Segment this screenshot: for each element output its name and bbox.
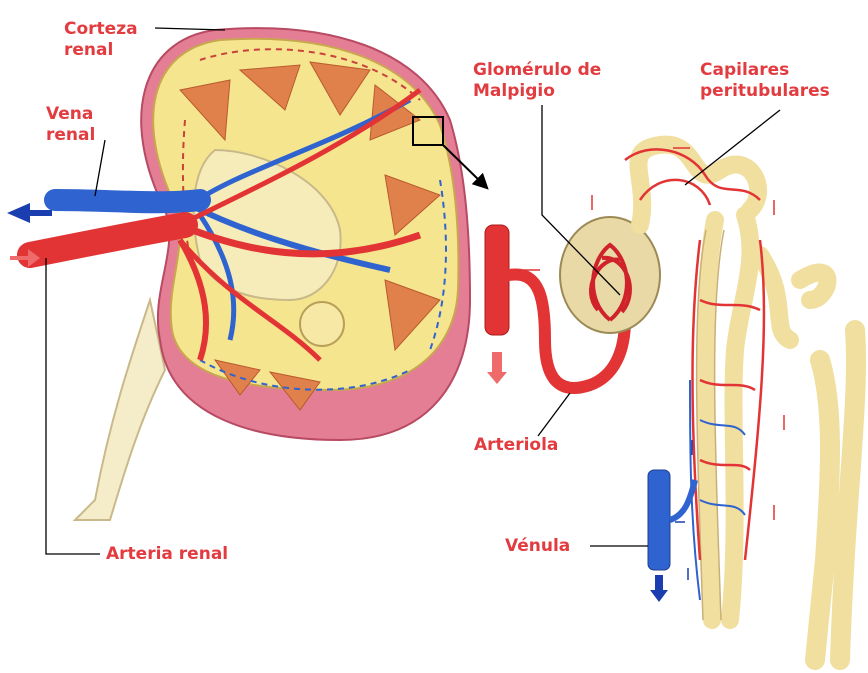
label-corteza-renal: Corteza renal [64, 19, 138, 61]
nephron [485, 145, 856, 660]
label-capilares-line2: peritubulares [700, 81, 830, 102]
label-corteza-line1: Corteza [64, 19, 138, 40]
label-arteriola: Arteriola [474, 435, 558, 456]
ureter [75, 300, 165, 520]
label-glomerulo-malpigio: Glomérulo de Malpigio [473, 60, 601, 102]
label-corteza-line2: renal [64, 40, 138, 61]
venule-outflow-arrow [650, 575, 668, 602]
label-capilares-peritubulares: Capilares peritubulares [700, 60, 830, 102]
label-venula: Vénula [505, 536, 570, 557]
collecting-duct [815, 330, 856, 660]
pelvis-opening [300, 302, 344, 346]
label-vena-line1: Vena [46, 104, 95, 125]
label-glomerulo-line2: Malpigio [473, 81, 601, 102]
bowman-capsule [560, 217, 660, 333]
label-capilares-line1: Capilares [700, 60, 830, 81]
label-vena-renal: Vena renal [46, 104, 95, 146]
label-arteria-renal: Arteria renal [106, 544, 228, 565]
interlobular-artery [485, 225, 509, 335]
label-glomerulo-line1: Glomérulo de [473, 60, 601, 81]
label-vena-line2: renal [46, 125, 95, 146]
venule [648, 470, 670, 570]
vein-outflow-arrow [12, 206, 50, 220]
